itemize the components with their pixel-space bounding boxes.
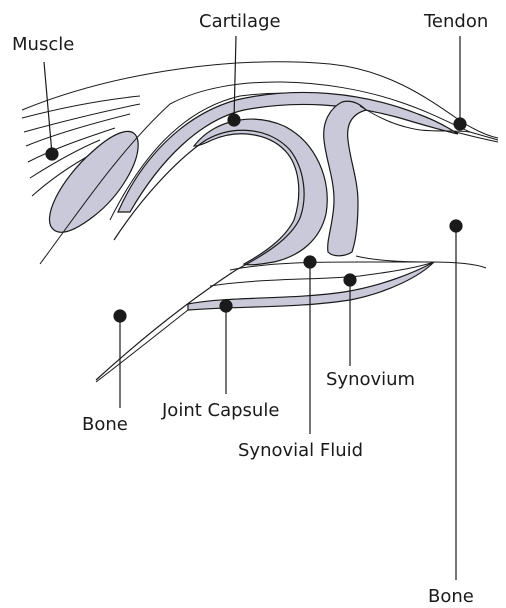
dot-synovial-fluid (304, 256, 316, 268)
label-muscle: Muscle (12, 34, 74, 56)
cartilage-cap (194, 119, 327, 265)
dot-bone-left (114, 310, 126, 322)
lower-bone-line (96, 310, 188, 382)
label-tendon: Tendon (424, 11, 488, 33)
label-bone-right: Bone (428, 586, 474, 608)
label-joint-capsule: Joint Capsule (162, 400, 279, 422)
dot-joint-capsule (220, 300, 232, 312)
dot-synovium (344, 274, 356, 286)
dot-muscle (46, 148, 58, 160)
dot-cartilage (228, 114, 240, 126)
leader-muscle (44, 62, 52, 154)
label-cartilage: Cartilage (199, 11, 281, 33)
dot-bone-right (450, 220, 462, 232)
label-synovium: Synovium (326, 369, 415, 391)
label-bone-left: Bone (82, 414, 128, 436)
label-synovial-fluid: Synovial Fluid (238, 440, 363, 462)
right-cartilage (324, 101, 366, 256)
dot-tendon (454, 118, 466, 130)
